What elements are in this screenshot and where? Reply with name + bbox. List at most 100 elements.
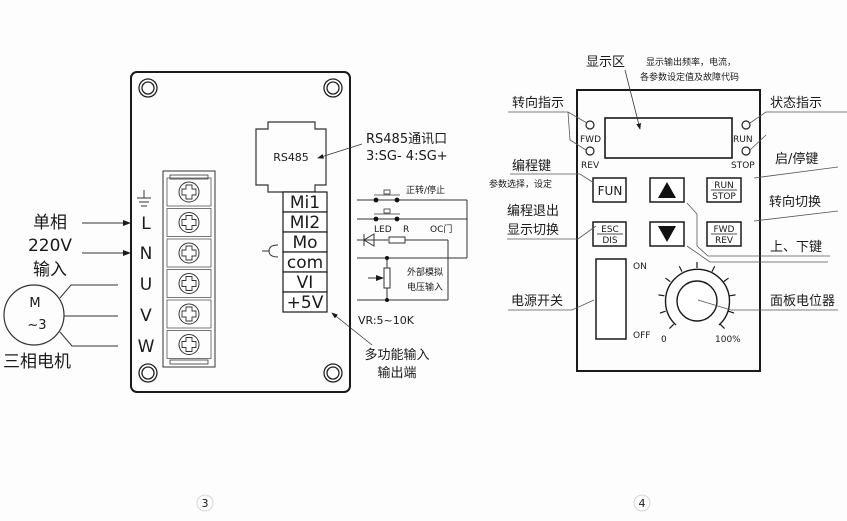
direction-pointer-rev [567,111,587,151]
control-terminal: Mi1 [282,191,328,213]
control-terminal: MI2 [282,211,328,233]
fun-button[interactable]: FUN [592,177,627,203]
up-arrow-icon [658,182,676,198]
down-arrow-icon [658,226,676,242]
terminal-screw-icon [166,269,212,298]
r-label: R [403,225,409,235]
oc-label: OC门 [430,223,452,235]
updown-label: 上、下键 [770,240,822,255]
led-diode-icon [363,233,375,247]
run-led-label: RUN [733,135,753,145]
potentiometer-icon [368,256,391,302]
mounting-hole-icon [323,78,343,98]
prog-key-pointer [510,173,595,184]
motor-icon [3,284,65,346]
prog-key-label: 编程键 [512,159,551,174]
display-area-label: 显示区 [586,55,625,70]
figure-4: 显示区 显示输出频率，电流， 各参数设定值及故障代码 FWD REV RUN S… [489,55,847,512]
terminal-u: U [140,275,152,295]
exit-pointer [507,225,597,240]
stop-led-icon [741,146,751,156]
prog-key-note: 参数选择，设定 [489,178,552,190]
esc-dis-button[interactable]: ESC DIS [592,221,627,247]
esc-dis-button-top: ESC [601,225,619,235]
terminal-w: W [138,337,155,357]
control-terminal: +5V [282,291,328,313]
rev-led-label: REV [581,161,600,171]
motor-label: 三相电机 [3,352,71,372]
pot-label: 面板电位器 [770,294,835,309]
power-switch-pointer [508,299,595,311]
exit-label-2: 显示切换 [507,223,559,238]
led-label: LED [374,225,392,235]
status-pointer-run [749,111,847,124]
resistor-icon [388,236,406,244]
keypad-panel [576,89,761,372]
analog-label-1: 外部模拟 [407,266,443,278]
pot-pointer [697,299,838,311]
multi-io-pointer [331,312,373,346]
figure-number-circle [633,494,651,512]
dir-switch-label: 转向切换 [769,194,821,210]
control-terminal: VI [282,271,328,293]
mounting-hole-icon [138,363,158,383]
run-stop-button[interactable]: RUN STOP [706,177,742,203]
pot-tick [728,310,735,314]
inverter-board [130,71,351,393]
power-switch[interactable] [595,258,627,340]
start-stop-pointer [753,166,839,179]
fwd-led-icon [585,120,595,130]
control-terminal-label: +5V [287,293,324,313]
pot-min-label: 0 [661,335,667,345]
control-terminal-label: MI2 [290,213,321,233]
multi-io-label-1: 多功能输入 [364,347,429,363]
fwd-led-label: FWD [580,135,601,145]
pot-tick [678,265,683,272]
figure-3-number: 3 [202,497,209,510]
motor-wire-w [59,331,118,347]
input-label-input: 输入 [33,260,67,280]
control-terminal: com [282,251,328,273]
control-terminal-label: Mi1 [290,193,320,213]
ground-icon [137,190,151,207]
status-pointer-stop [749,134,767,151]
power-terminal-block [162,170,216,368]
fwd-stop-label: 正转/停止 [406,184,445,196]
up-button[interactable] [649,177,685,203]
pot-tick [665,277,671,283]
terminal-screw-icon [166,208,212,237]
control-terminal-label: com [287,253,323,273]
figure-3: L N U V W 单相 220V 输入 M ~3 三相电机 RS485 RS4… [3,71,468,512]
stop-led-label: STOP [731,161,755,171]
fwd-rev-button[interactable]: FWD REV [706,221,742,247]
pot-tick [719,323,726,330]
figure-4-number: 4 [639,497,646,510]
rs485-pointer [317,143,363,159]
fwd-rev-button-top: FWD [713,225,734,235]
switch-off-label: OFF [633,331,650,341]
mounting-hole-icon [138,78,158,98]
terminal-screw-icon [166,177,212,207]
pot-tick [659,310,666,314]
fwd-rev-button-bottom: REV [715,236,734,246]
rs485-note-pins: 3:SG- 4:SG+ [366,149,448,164]
status-indicator-label: 状态指示 [770,96,822,111]
terminal-v: V [140,306,152,326]
pot-tick [668,323,675,330]
exit-label-1: 编程退出 [507,204,559,219]
mounting-hole-icon [323,363,343,383]
terminal-screw-icon [166,330,212,359]
transistor-symbol-icon [262,244,279,258]
second-switch-icon [373,208,400,222]
start-stop-key-label: 启/停键 [775,151,818,167]
input-label-voltage: 220V [28,236,72,256]
panel-potentiometer[interactable] [658,262,736,330]
run-led-icon [741,120,751,130]
rs485-port-label: RS485 [273,151,309,164]
fwd-stop-switch-icon [373,189,400,203]
vr-label: VR:5~10K [358,314,415,327]
display-note-1: 显示输出频率，电流， [646,56,736,68]
rs485-port [255,121,327,193]
down-button[interactable] [649,221,685,247]
